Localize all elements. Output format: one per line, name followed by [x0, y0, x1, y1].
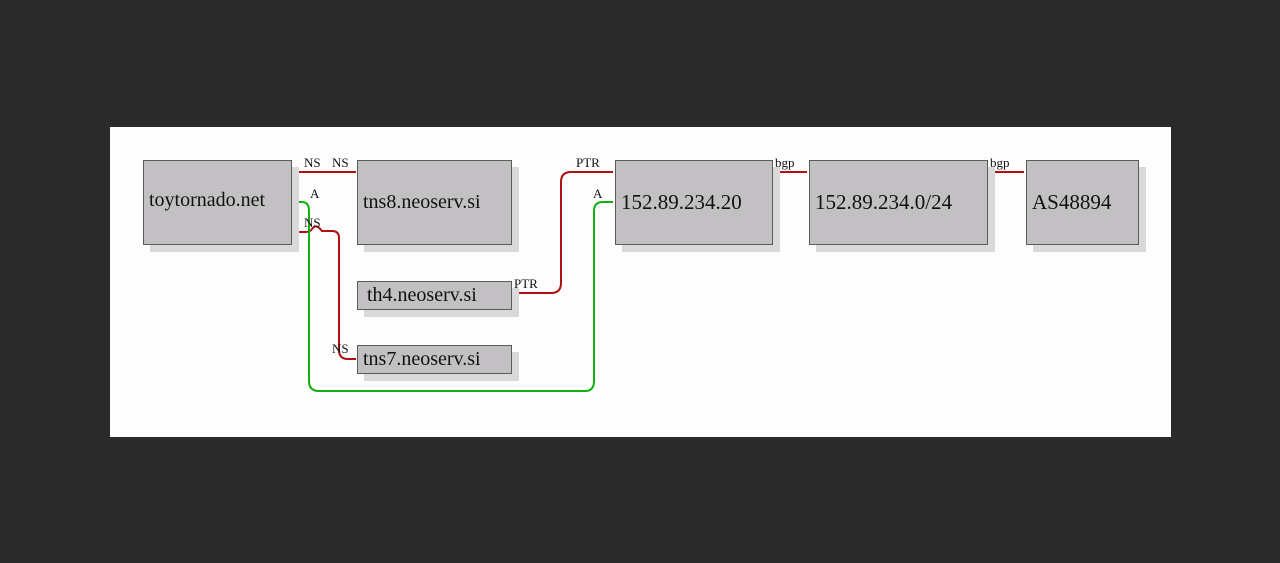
edge-label-a-src: A [310, 186, 320, 201]
node-th4[interactable]: th4.neoserv.si [357, 281, 512, 310]
node-ip-label: 152.89.234.20 [621, 190, 742, 214]
node-tns8[interactable]: tns8.neoserv.si [357, 160, 512, 245]
node-ip[interactable]: 152.89.234.20 [615, 160, 773, 245]
edge-label-bgp-1: bgp [775, 155, 795, 170]
node-tns7[interactable]: tns7.neoserv.si [357, 345, 512, 374]
node-asn[interactable]: AS48894 [1026, 160, 1139, 245]
edge-label-a-dst: A [593, 186, 603, 201]
node-tns8-label: tns8.neoserv.si [363, 191, 481, 213]
edge-label-bgp-2: bgp [990, 155, 1010, 170]
edge-label-ns-tns8-dst: NS [332, 155, 349, 170]
node-prefix-label: 152.89.234.0/24 [815, 190, 953, 214]
node-tns7-label: tns7.neoserv.si [363, 348, 481, 370]
edge-a-ip [294, 201, 613, 392]
node-th4-label: th4.neoserv.si [367, 284, 477, 306]
edge-label-ptr-src: PTR [576, 155, 600, 170]
edge-ptr-ip [513, 171, 613, 294]
edge-label-ns-tns7-dst: NS [332, 341, 349, 356]
edge-label-ptr-dst: PTR [514, 276, 538, 291]
node-toytornado[interactable]: toytornado.net [143, 160, 292, 245]
edge-label-ns-tns7-src: NS [304, 215, 321, 230]
node-asn-label: AS48894 [1032, 190, 1112, 214]
node-toytornado-label: toytornado.net [149, 189, 266, 211]
diagram-canvas: NS NS A NS NS PTR PTR A bgp bgp toytorna… [110, 127, 1171, 437]
edge-label-ns-tns8-src: NS [304, 155, 321, 170]
node-prefix[interactable]: 152.89.234.0/24 [809, 160, 988, 245]
edges-layer: NS NS A NS NS PTR PTR A bgp bgp [294, 155, 1024, 392]
edge-ns-tns7 [294, 225, 356, 360]
